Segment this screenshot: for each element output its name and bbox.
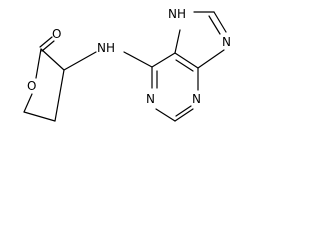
bond-c4-c3: [54, 69, 65, 122]
ring-oxygen-label: O: [27, 79, 36, 93]
bond-c2-n3-a: [174, 108, 194, 122]
bond-c2-n3-b: [175, 105, 192, 117]
purine-ring: [151, 11, 227, 122]
bond-c2-c3: [40, 48, 65, 71]
bond-c4-c5-a: [174, 52, 199, 69]
bond-c3-nh: [63, 51, 97, 71]
bond-c4-c5-b: [175, 59, 194, 72]
bond-c2-carbonyl-o-a: [41, 40, 55, 52]
imidazole-n-label: N: [222, 35, 231, 49]
bond-nh-c6: [123, 51, 153, 68]
pyrimidine-n-right-label: N: [192, 92, 201, 106]
lactone-ring: [23, 36, 65, 122]
bond-c2-carbonyl-o-b: [39, 36, 53, 48]
imidazole-nh-label: NH: [168, 7, 186, 21]
pyrimidine-n-left-label: N: [146, 92, 155, 106]
bond-c5-c4: [23, 111, 56, 122]
bond-c6-c5: [151, 52, 176, 68]
bond-c2-ring-o: [35, 48, 42, 79]
amine-linker: [63, 51, 153, 71]
bond-n1-c2: [155, 108, 176, 122]
bond-c8-n9-a: [213, 11, 227, 33]
atom-labels: O O NH NH N N N: [27, 7, 231, 106]
bond-c5-n7: [174, 29, 181, 54]
bond-c8-n9-b: [208, 15, 221, 35]
carbonyl-oxygen-label: O: [52, 27, 61, 41]
structure-diagram: O O NH NH N N N: [23, 7, 231, 122]
bond-n9-c4: [197, 49, 225, 69]
bond-ring-o-c5: [23, 93, 33, 113]
amine-label: NH: [97, 41, 115, 55]
